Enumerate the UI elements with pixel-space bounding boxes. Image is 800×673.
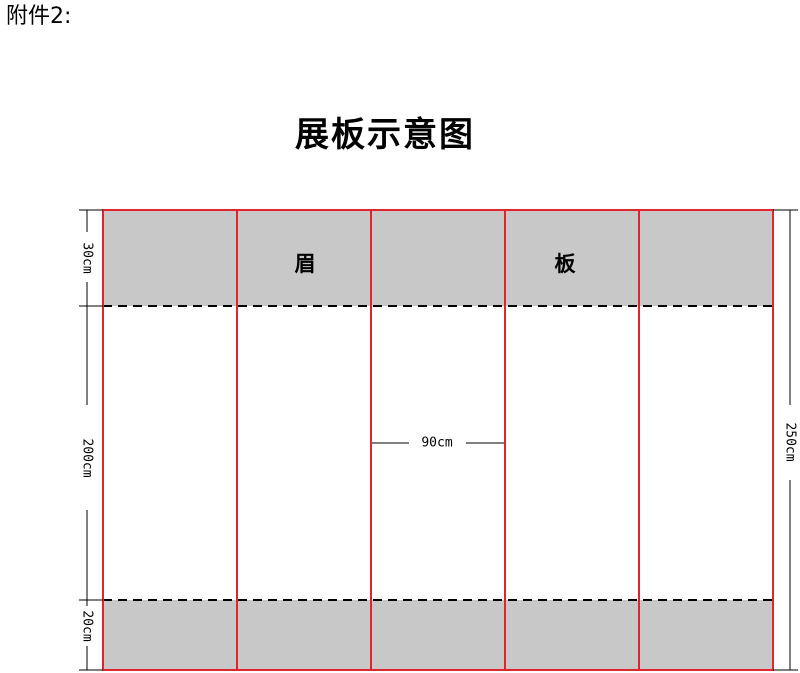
top-band-height-label: 30cm [80, 242, 95, 273]
header-char-2: 板 [555, 251, 577, 276]
left-dimension-line [79, 209, 103, 671]
panel-width-label: 90cm [421, 436, 452, 451]
footer-band [103, 600, 773, 670]
right-dimension-line [773, 209, 798, 671]
panel-borders [102, 209, 774, 671]
bottom-band-height-label: 20cm [80, 610, 95, 641]
attachment-label: 附件2: [6, 4, 72, 29]
middle-height-label: 200cm [80, 438, 95, 477]
header-char-1: 眉 [295, 251, 316, 276]
header-band [103, 210, 773, 306]
diagram-title: 展板示意图 [295, 115, 475, 155]
board-outline [102, 209, 774, 671]
total-height-label: 250cm [783, 422, 798, 461]
